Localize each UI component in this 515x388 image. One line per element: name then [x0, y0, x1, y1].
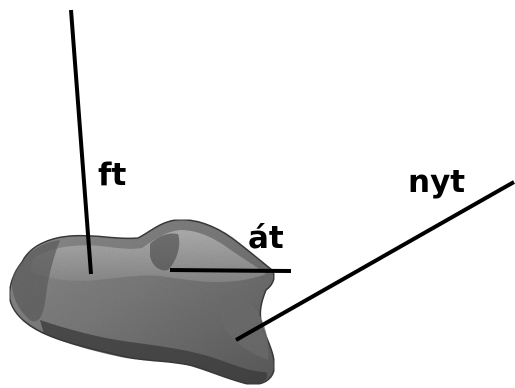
label-ft: ft: [98, 157, 126, 193]
leader-line-ft: [71, 10, 91, 274]
label-nyt: nyt: [408, 164, 465, 200]
leader-line-at: [170, 270, 291, 271]
bone-specimen: [10, 220, 275, 385]
label-at: át: [248, 220, 284, 256]
leader-line-nyt: [236, 182, 514, 340]
